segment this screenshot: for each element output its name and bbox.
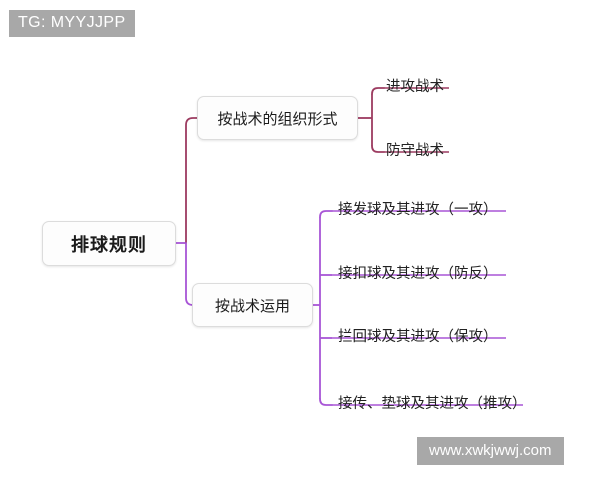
mindmap-branch-label-1: 按战术的组织形式	[217, 110, 338, 128]
mindmap-leaf-2-2[interactable]: 接扣球及其进攻（防反）	[338, 266, 498, 282]
mindmap-leaf-1-2[interactable]: 防守战术	[386, 143, 444, 159]
mindmap-leaf-2-4[interactable]: 接传、垫球及其进攻（推攻）	[338, 396, 527, 412]
mindmap-leaf-2-1[interactable]: 接发球及其进攻（一攻）	[338, 202, 498, 218]
mindmap-root-node[interactable]: 排球规则	[42, 221, 176, 266]
watermark-top-left: TG: MYYJJPP	[9, 10, 135, 37]
mindmap-branch-node-1[interactable]: 按战术的组织形式	[197, 96, 358, 140]
mindmap-leaf-2-3[interactable]: 拦回球及其进攻（保攻）	[338, 329, 498, 345]
mindmap-branch-label-2: 按战术运用	[214, 297, 290, 315]
mindmap-leaf-1-1[interactable]: 进攻战术	[386, 79, 444, 95]
watermark-bottom-right: www.xwkjwwj.com	[417, 437, 564, 465]
mindmap-branch-node-2[interactable]: 按战术运用	[192, 283, 313, 327]
mindmap-root-label: 排球规则	[71, 234, 147, 255]
